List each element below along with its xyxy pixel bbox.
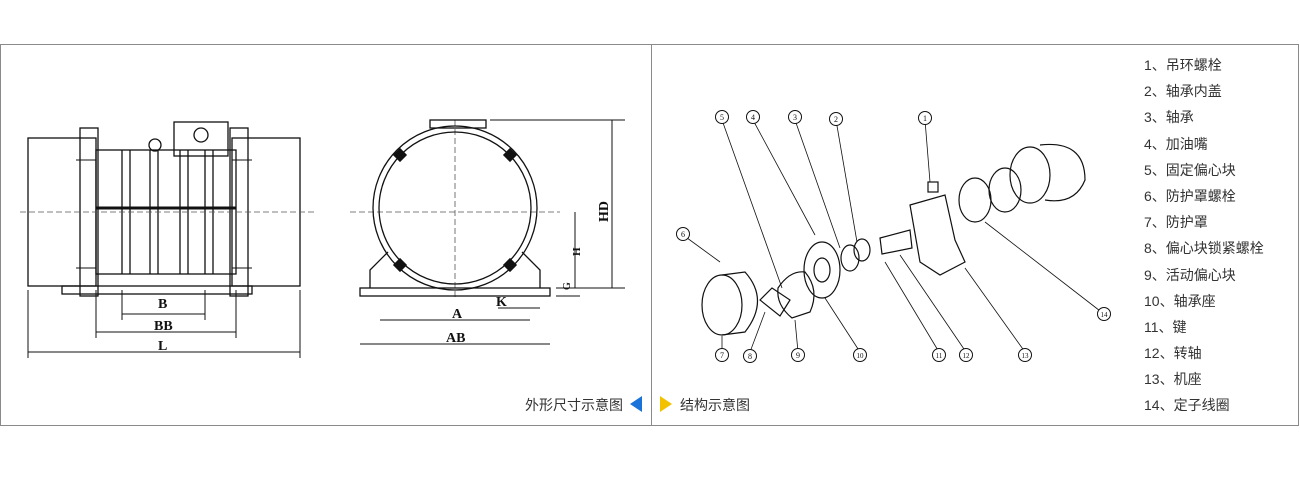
parts-legend-item: 4、加油嘴: [1144, 135, 1208, 152]
housing-outer-circle: [372, 125, 538, 291]
callout-2: 2: [834, 115, 838, 124]
callout-3: 3: [793, 113, 797, 122]
dim-label-G: G: [562, 282, 573, 290]
dim-label-A: A: [452, 307, 463, 322]
caption-outline-drawing: 外形尺寸示意图: [525, 397, 623, 413]
callout-9: 9: [796, 351, 800, 360]
dim-label-AB: AB: [446, 331, 465, 346]
callout-11: 11: [936, 352, 943, 360]
dim-label-HD: HD: [597, 201, 612, 222]
yellow-triangle-right-icon: [660, 396, 672, 412]
parts-legend-item: 6、防护罩螺栓: [1144, 187, 1236, 204]
parts-legend-item: 3、轴承: [1144, 109, 1194, 126]
parts-legend-item: 9、活动偏心块: [1144, 266, 1236, 283]
panel-divider: [651, 44, 652, 426]
lifting-lug-side: [173, 121, 229, 157]
parts-legend-item: 14、定子线圈: [1144, 397, 1230, 414]
callout-14: 14: [1101, 311, 1109, 319]
dim-label-L: L: [158, 339, 167, 354]
callout-5: 5: [720, 113, 724, 122]
exploded-structure-drawing: 5 4 3 2 1 6 7 8 9 10 11 12 13 14: [676, 110, 1111, 363]
callout-4: 4: [751, 113, 755, 122]
parts-legend-item: 12、转轴: [1144, 345, 1202, 362]
figure-frame: [0, 44, 1299, 426]
blue-triangle-left-icon: [630, 396, 642, 412]
callout-6: 6: [681, 230, 685, 239]
parts-legend-item: 10、轴承座: [1144, 292, 1216, 309]
callout-1: 1: [923, 114, 927, 123]
parts-legend-item: 11、键: [1144, 318, 1187, 335]
parts-legend-item: 1、吊环螺栓: [1144, 57, 1222, 73]
parts-legend-item: 7、防护罩: [1144, 214, 1208, 231]
callout-12: 12: [963, 352, 971, 360]
dim-label-H: H: [571, 247, 583, 256]
base-plate-front: [359, 287, 551, 297]
callout-13: 13: [1022, 352, 1030, 360]
callout-7: 7: [720, 351, 724, 360]
dim-label-B: B: [158, 297, 167, 312]
outline-dimension-drawing: B BB L A AB K HD H G: [20, 119, 625, 358]
parts-legend-item: 8、偏心块锁紧螺栓: [1144, 240, 1264, 257]
callout-8: 8: [748, 352, 752, 361]
dim-label-K: K: [496, 295, 507, 310]
parts-legend: 1、吊环螺栓 2、轴承内盖 3、轴承 4、加油嘴 5、固定偏心块 6、防护罩螺栓…: [1144, 56, 1264, 423]
parts-legend-item: 13、机座: [1144, 371, 1202, 388]
caption-structure-drawing: 结构示意图: [680, 397, 750, 413]
callout-10: 10: [857, 352, 865, 360]
parts-legend-item: 2、轴承内盖: [1144, 83, 1222, 100]
dim-label-BB: BB: [154, 319, 173, 334]
parts-legend-item: 5、固定偏心块: [1144, 161, 1236, 178]
